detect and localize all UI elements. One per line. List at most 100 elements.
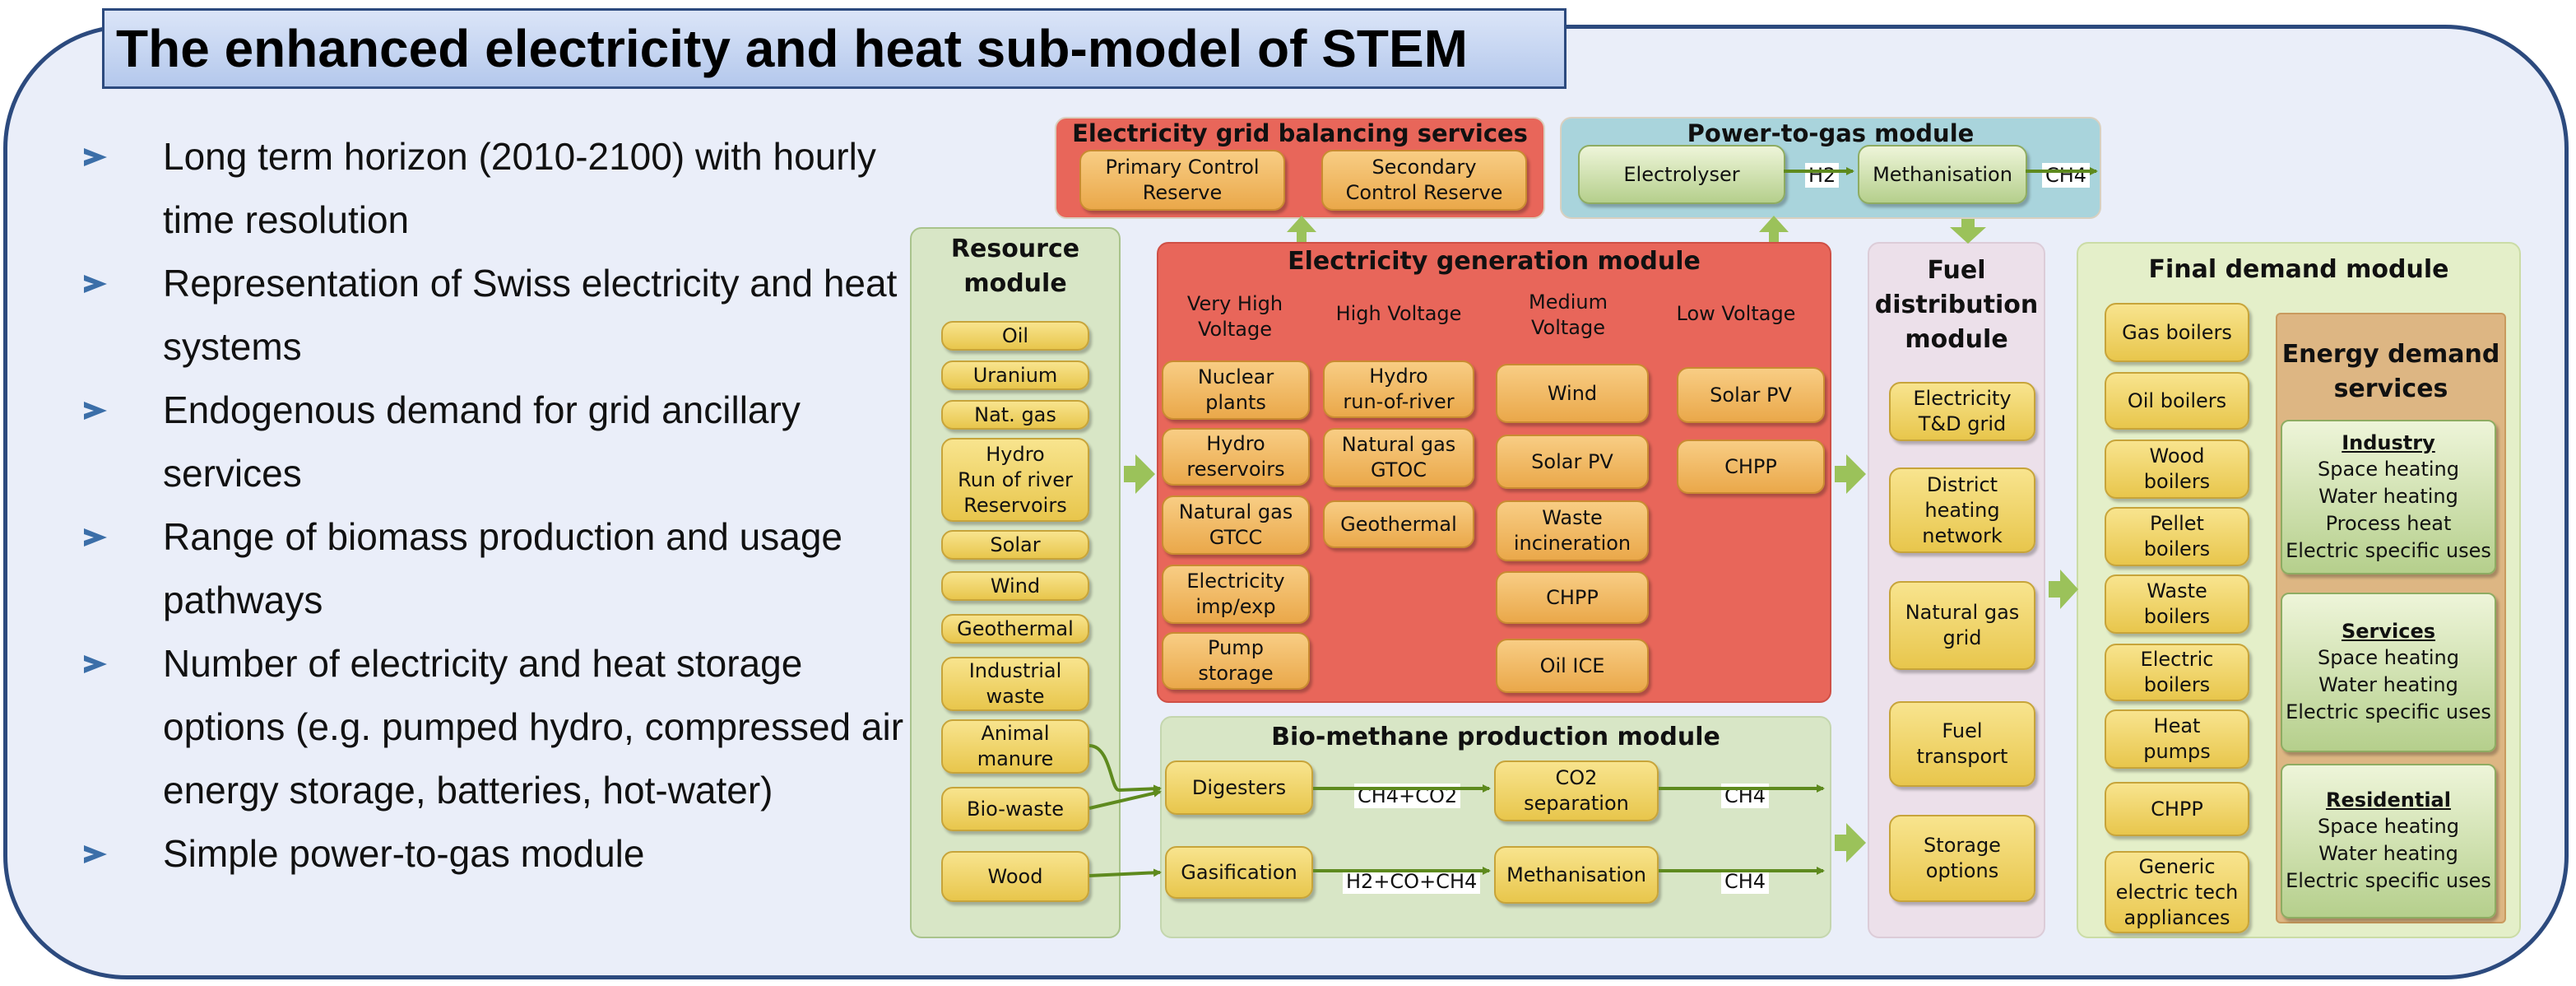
waste-boilers-box: Waste boilers — [2105, 574, 2249, 634]
resource-module: Resource module Oil Uranium Nat. gas Hyd… — [910, 227, 1121, 938]
electricity-td-grid-box: Electricity T&D grid — [1889, 382, 2035, 441]
resource-wind-box: Wind — [941, 571, 1089, 601]
bullet-text: Representation of Swiss electricity and … — [163, 262, 898, 368]
generation-to-fuel-right-arrow — [1835, 454, 1866, 494]
co2-separation-box: CO2 separation — [1494, 760, 1659, 821]
methanisation-p2g-box: Methanisation — [1858, 145, 2027, 204]
power-to-gas-title: Power-to-gas module — [1687, 119, 1975, 147]
bullet-arrow-icon — [84, 148, 107, 166]
grid-balancing-module: Electricity grid balancing services Prim… — [1055, 117, 1545, 219]
column-header-vhv: Very High Voltage — [1186, 292, 1283, 341]
energy-demand-services-panel: Energy demand services Industry Space he… — [2276, 313, 2506, 923]
chpp-mv-box: CHPP — [1496, 571, 1649, 624]
biomethane-to-fuel-right-arrow — [1835, 823, 1866, 863]
gasification-box: Gasification — [1165, 846, 1313, 899]
power-to-gas-module: Power-to-gas module Electrolyser Methani… — [1560, 117, 2101, 219]
resource-uranium-box: Uranium — [941, 360, 1089, 390]
wood-boilers-box: Wood boilers — [2105, 440, 2249, 499]
bullet-arrow-icon — [84, 655, 107, 673]
final-demand-module: Final demand module Gas boilers Oil boil… — [2077, 242, 2521, 938]
fuel-transport-box: Fuel transport — [1889, 701, 2035, 787]
resource-animal-manure-box: Animal manure — [941, 719, 1089, 774]
services-sector-uses: Space heating Water heating Electric spe… — [2286, 646, 2491, 723]
solar-pv-lv-box: Solar PV — [1677, 367, 1825, 423]
electric-boilers-box: Electric boilers — [2105, 644, 2249, 701]
bio-waste-to-digesters-arrow — [1088, 788, 1162, 810]
bullet-item: Long term horizon (2010-2100) with hourl… — [82, 125, 905, 252]
nuclear-plants-box: Nuclear plants — [1162, 360, 1310, 420]
fuel-distribution-module: Fuel distribution module Electricity T&D… — [1868, 242, 2045, 938]
resource-title: Resource module — [950, 235, 1080, 298]
heat-pumps-box: Heat pumps — [2105, 709, 2249, 769]
oil-boilers-box: Oil boilers — [2105, 372, 2249, 430]
resource-oil-box: Oil — [941, 321, 1089, 351]
pellet-boilers-box: Pellet boilers — [2105, 507, 2249, 566]
secondary-control-reserve-box: Secondary Control Reserve — [1321, 150, 1527, 211]
primary-control-reserve-box: Primary Control Reserve — [1079, 150, 1285, 211]
bullet-arrow-icon — [84, 275, 107, 293]
residential-sector-box: Residential Space heating Water heating … — [2281, 764, 2496, 919]
wind-gen-box: Wind — [1496, 364, 1649, 423]
bullet-text: Long term horizon (2010-2100) with hourl… — [163, 135, 876, 241]
residential-sector-name: Residential — [2326, 788, 2451, 812]
energy-demand-services-title: Energy demand services — [2281, 340, 2500, 403]
electricity-imp-exp-box: Electricity imp/exp — [1162, 565, 1310, 624]
digesters-box: Digesters — [1165, 760, 1313, 815]
slide-title: The enhanced electricity and heat sub-mo… — [102, 8, 1566, 89]
natural-gas-gtcc-box: Natural gas GTCC — [1162, 495, 1310, 555]
methanisation-bio-box: Methanisation — [1494, 846, 1659, 904]
resource-wood-box: Wood — [941, 851, 1089, 902]
bullet-text: Endogenous demand for grid ancillary ser… — [163, 388, 801, 495]
bullet-text: Number of electricity and heat storage o… — [163, 642, 904, 812]
bullet-arrow-icon — [84, 845, 107, 863]
chpp-lv-box: CHPP — [1677, 440, 1825, 494]
waste-incineration-box: Waste incineration — [1496, 500, 1649, 561]
hydro-run-of-river-box: Hydro run-of-river — [1323, 360, 1474, 418]
resource-industrial-waste-box: Industrial waste — [941, 657, 1089, 711]
generic-electric-appliances-box: Generic electric tech appliances — [2105, 851, 2249, 933]
gen-to-grid-balancing-up-arrow — [1287, 216, 1316, 242]
chpp-demand-box: CHPP — [2105, 782, 2249, 836]
storage-options-box: Storage options — [1889, 815, 2035, 902]
geothermal-gen-box: Geothermal — [1323, 500, 1474, 548]
resource-solar-box: Solar — [941, 530, 1089, 560]
industry-sector-uses: Space heating Water heating Process heat… — [2286, 457, 2491, 562]
bullet-text: Simple power-to-gas module — [163, 832, 645, 875]
gas-boilers-box: Gas boilers — [2105, 303, 2249, 362]
bullet-list: Long term horizon (2010-2100) with hourl… — [82, 125, 905, 886]
services-sector-name: Services — [2341, 620, 2436, 643]
solar-pv-mv-box: Solar PV — [1496, 435, 1649, 489]
pump-storage-box: Pump storage — [1162, 632, 1310, 690]
final-demand-title: Final demand module — [2148, 255, 2449, 284]
bullet-item: Representation of Swiss electricity and … — [82, 252, 905, 379]
grid-balancing-title: Electricity grid balancing services — [1072, 119, 1528, 147]
bullet-item: Number of electricity and heat storage o… — [82, 632, 905, 822]
biomethane-module: Bio-methane production module Digesters … — [1160, 716, 1831, 938]
services-sector-box: Services Space heating Water heating Ele… — [2281, 593, 2496, 752]
bullet-text: Range of biomass production and usage pa… — [163, 515, 843, 621]
bullet-arrow-icon — [84, 528, 107, 546]
resource-hydro-box: Hydro Run of river Reservoirs — [941, 438, 1089, 522]
oil-ice-box: Oil ICE — [1496, 639, 1649, 693]
hydro-reservoirs-box: Hydro reservoirs — [1162, 428, 1310, 486]
resource-geothermal-box: Geothermal — [941, 614, 1089, 644]
district-heating-box: District heating network — [1889, 467, 2035, 553]
wood-to-gasification-arrow — [1088, 868, 1162, 877]
ch4-p2g-flow-label: CH4 — [2042, 163, 2091, 188]
resource-to-generation-right-arrow — [1124, 454, 1155, 494]
power-to-gas-to-fuel-down-arrow — [1950, 219, 1986, 244]
bullet-item: Range of biomass production and usage pa… — [82, 505, 905, 632]
residential-sector-uses: Space heating Water heating Electric spe… — [2286, 815, 2491, 892]
industry-sector-box: Industry Space heating Water heating Pro… — [2281, 420, 2496, 574]
resource-bio-waste-box: Bio-waste — [941, 787, 1089, 831]
resource-natgas-box: Nat. gas — [941, 400, 1089, 430]
column-header-hv: High Voltage — [1335, 302, 1462, 325]
generation-module: Electricity generation module Very High … — [1157, 242, 1831, 703]
gen-to-power-to-gas-up-arrow — [1759, 216, 1789, 242]
ch4-syngas-flow-label: CH4 — [1721, 869, 1770, 894]
syngas-flow-label: H2+CO+CH4 — [1343, 869, 1481, 894]
bullet-arrow-icon — [84, 402, 107, 420]
natural-gas-grid-box: Natural gas grid — [1889, 581, 2035, 670]
fuel-to-final-demand-right-arrow — [2049, 570, 2078, 609]
